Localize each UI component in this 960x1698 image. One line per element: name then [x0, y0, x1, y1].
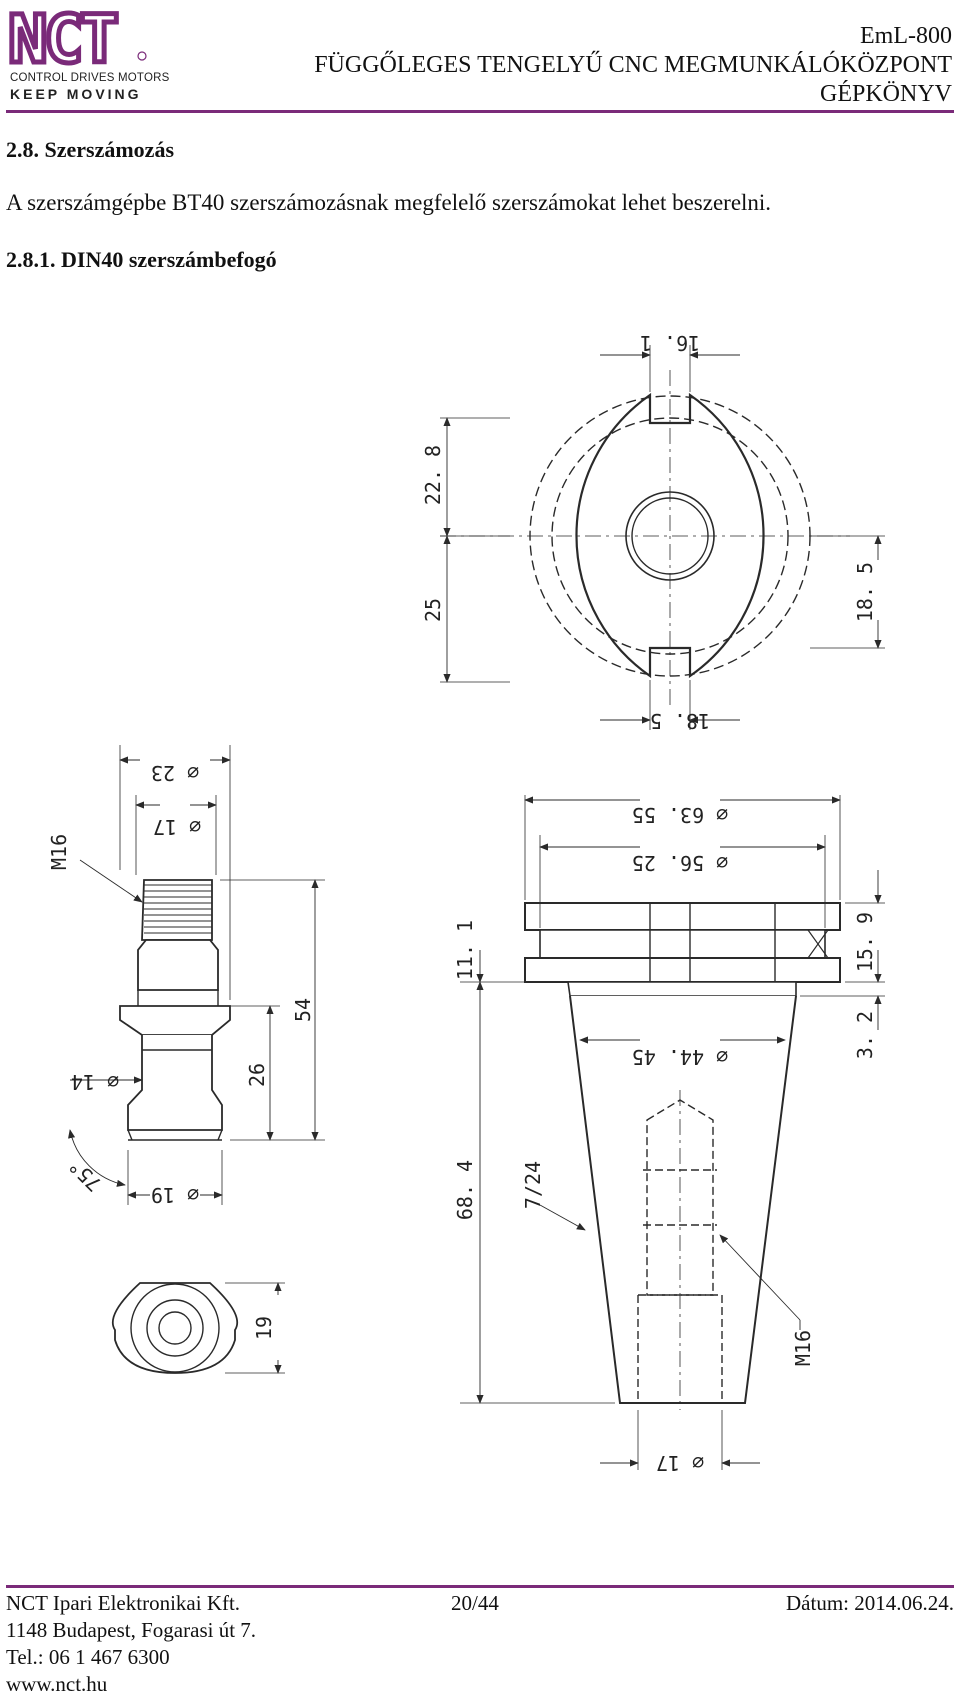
- dim-holder-68-4: 68. 4: [453, 1160, 477, 1220]
- doc-title-line2: GÉPKÖNYV: [820, 81, 952, 107]
- doc-code: EmL-800: [860, 23, 952, 49]
- svg-text:NCT: NCT: [8, 6, 116, 70]
- subsection-title: 2.8.1. DIN40 szerszámbefogó: [6, 247, 277, 272]
- footer-company: NCT Ipari Elektronikai Kft.: [6, 1591, 241, 1615]
- footer-address: 1148 Budapest, Fogarasi út 7.: [6, 1618, 257, 1642]
- dim-slot-width: 16. 1: [640, 331, 700, 355]
- dim-stud-26: 26: [245, 1063, 269, 1087]
- label-stud-thread: M16: [47, 834, 71, 870]
- dim-stud-54: 54: [291, 998, 315, 1022]
- tool-holder-drawing: 16. 1 22. 8 25 18. 5 18. 5 ⌀ 23 ⌀ 17 M16…: [47, 331, 885, 1475]
- dim-holder-11-1: 11. 1: [453, 920, 477, 980]
- dim-stud-d17: ⌀ 17: [153, 815, 201, 839]
- nct-logo-mark: NCT: [8, 6, 147, 70]
- footer-date: Dátum: 2014.06.24.: [786, 1591, 954, 1615]
- dim-25: 25: [421, 598, 445, 622]
- logo-tagline: CONTROL DRIVES MOTORS: [10, 72, 170, 84]
- header-divider: [6, 110, 954, 113]
- section-title: 2.8. Szerszámozás: [6, 137, 175, 162]
- dim-holder-d56-25: ⌀ 56. 25: [632, 851, 728, 875]
- top-view: [440, 345, 885, 730]
- dim-18-5-bottom: 18. 5: [650, 709, 710, 733]
- dim-stud-end-19: 19: [252, 1316, 276, 1340]
- pull-stud-view: [68, 745, 325, 1205]
- nct-logo: NCT CONTROL DRIVES MOTORS KEEP MOVING: [8, 6, 170, 102]
- dim-holder-d17: ⌀ 17: [656, 1451, 704, 1475]
- footer-divider: [6, 1585, 954, 1588]
- dim-stud-d19: ⌀ 19: [151, 1183, 199, 1207]
- pull-stud-end-view: [111, 1282, 285, 1374]
- dim-18-5-right: 18. 5: [853, 562, 877, 622]
- tool-holder-view: [460, 795, 885, 1470]
- dim-holder-d63-55: ⌀ 63. 55: [632, 803, 728, 827]
- section-intro: A szerszámgépbe BT40 szerszámozásnak meg…: [6, 190, 772, 215]
- doc-title-line1: FÜGGŐLEGES TENGELYŰ CNC MEGMUNKÁLÓKÖZPON…: [314, 52, 952, 78]
- label-holder-taper: 7/24: [521, 1161, 545, 1209]
- dim-stud-d14: ⌀ 14: [71, 1070, 119, 1094]
- dim-22-8: 22. 8: [421, 445, 445, 505]
- footer-page-number: 20/44: [451, 1591, 499, 1615]
- dim-holder-d44-45: ⌀ 44. 45: [632, 1045, 728, 1069]
- footer-phone: Tel.: 06 1 467 6300: [6, 1645, 170, 1669]
- footer-website: www.nct.hu: [6, 1672, 108, 1696]
- label-holder-thread: M16: [791, 1330, 815, 1366]
- dim-stud-d23: ⌀ 23: [151, 761, 199, 785]
- dim-holder-15-9: 15. 9: [853, 912, 877, 972]
- page-header: NCT CONTROL DRIVES MOTORS KEEP MOVING Em…: [0, 0, 960, 116]
- logo-slogan: KEEP MOVING: [10, 86, 142, 102]
- dim-holder-3-2: 3. 2: [853, 1011, 877, 1059]
- dim-stud-angle: 75°: [64, 1154, 107, 1197]
- document-title-block: EmL-800 FÜGGŐLEGES TENGELYŰ CNC MEGMUNKÁ…: [314, 22, 952, 109]
